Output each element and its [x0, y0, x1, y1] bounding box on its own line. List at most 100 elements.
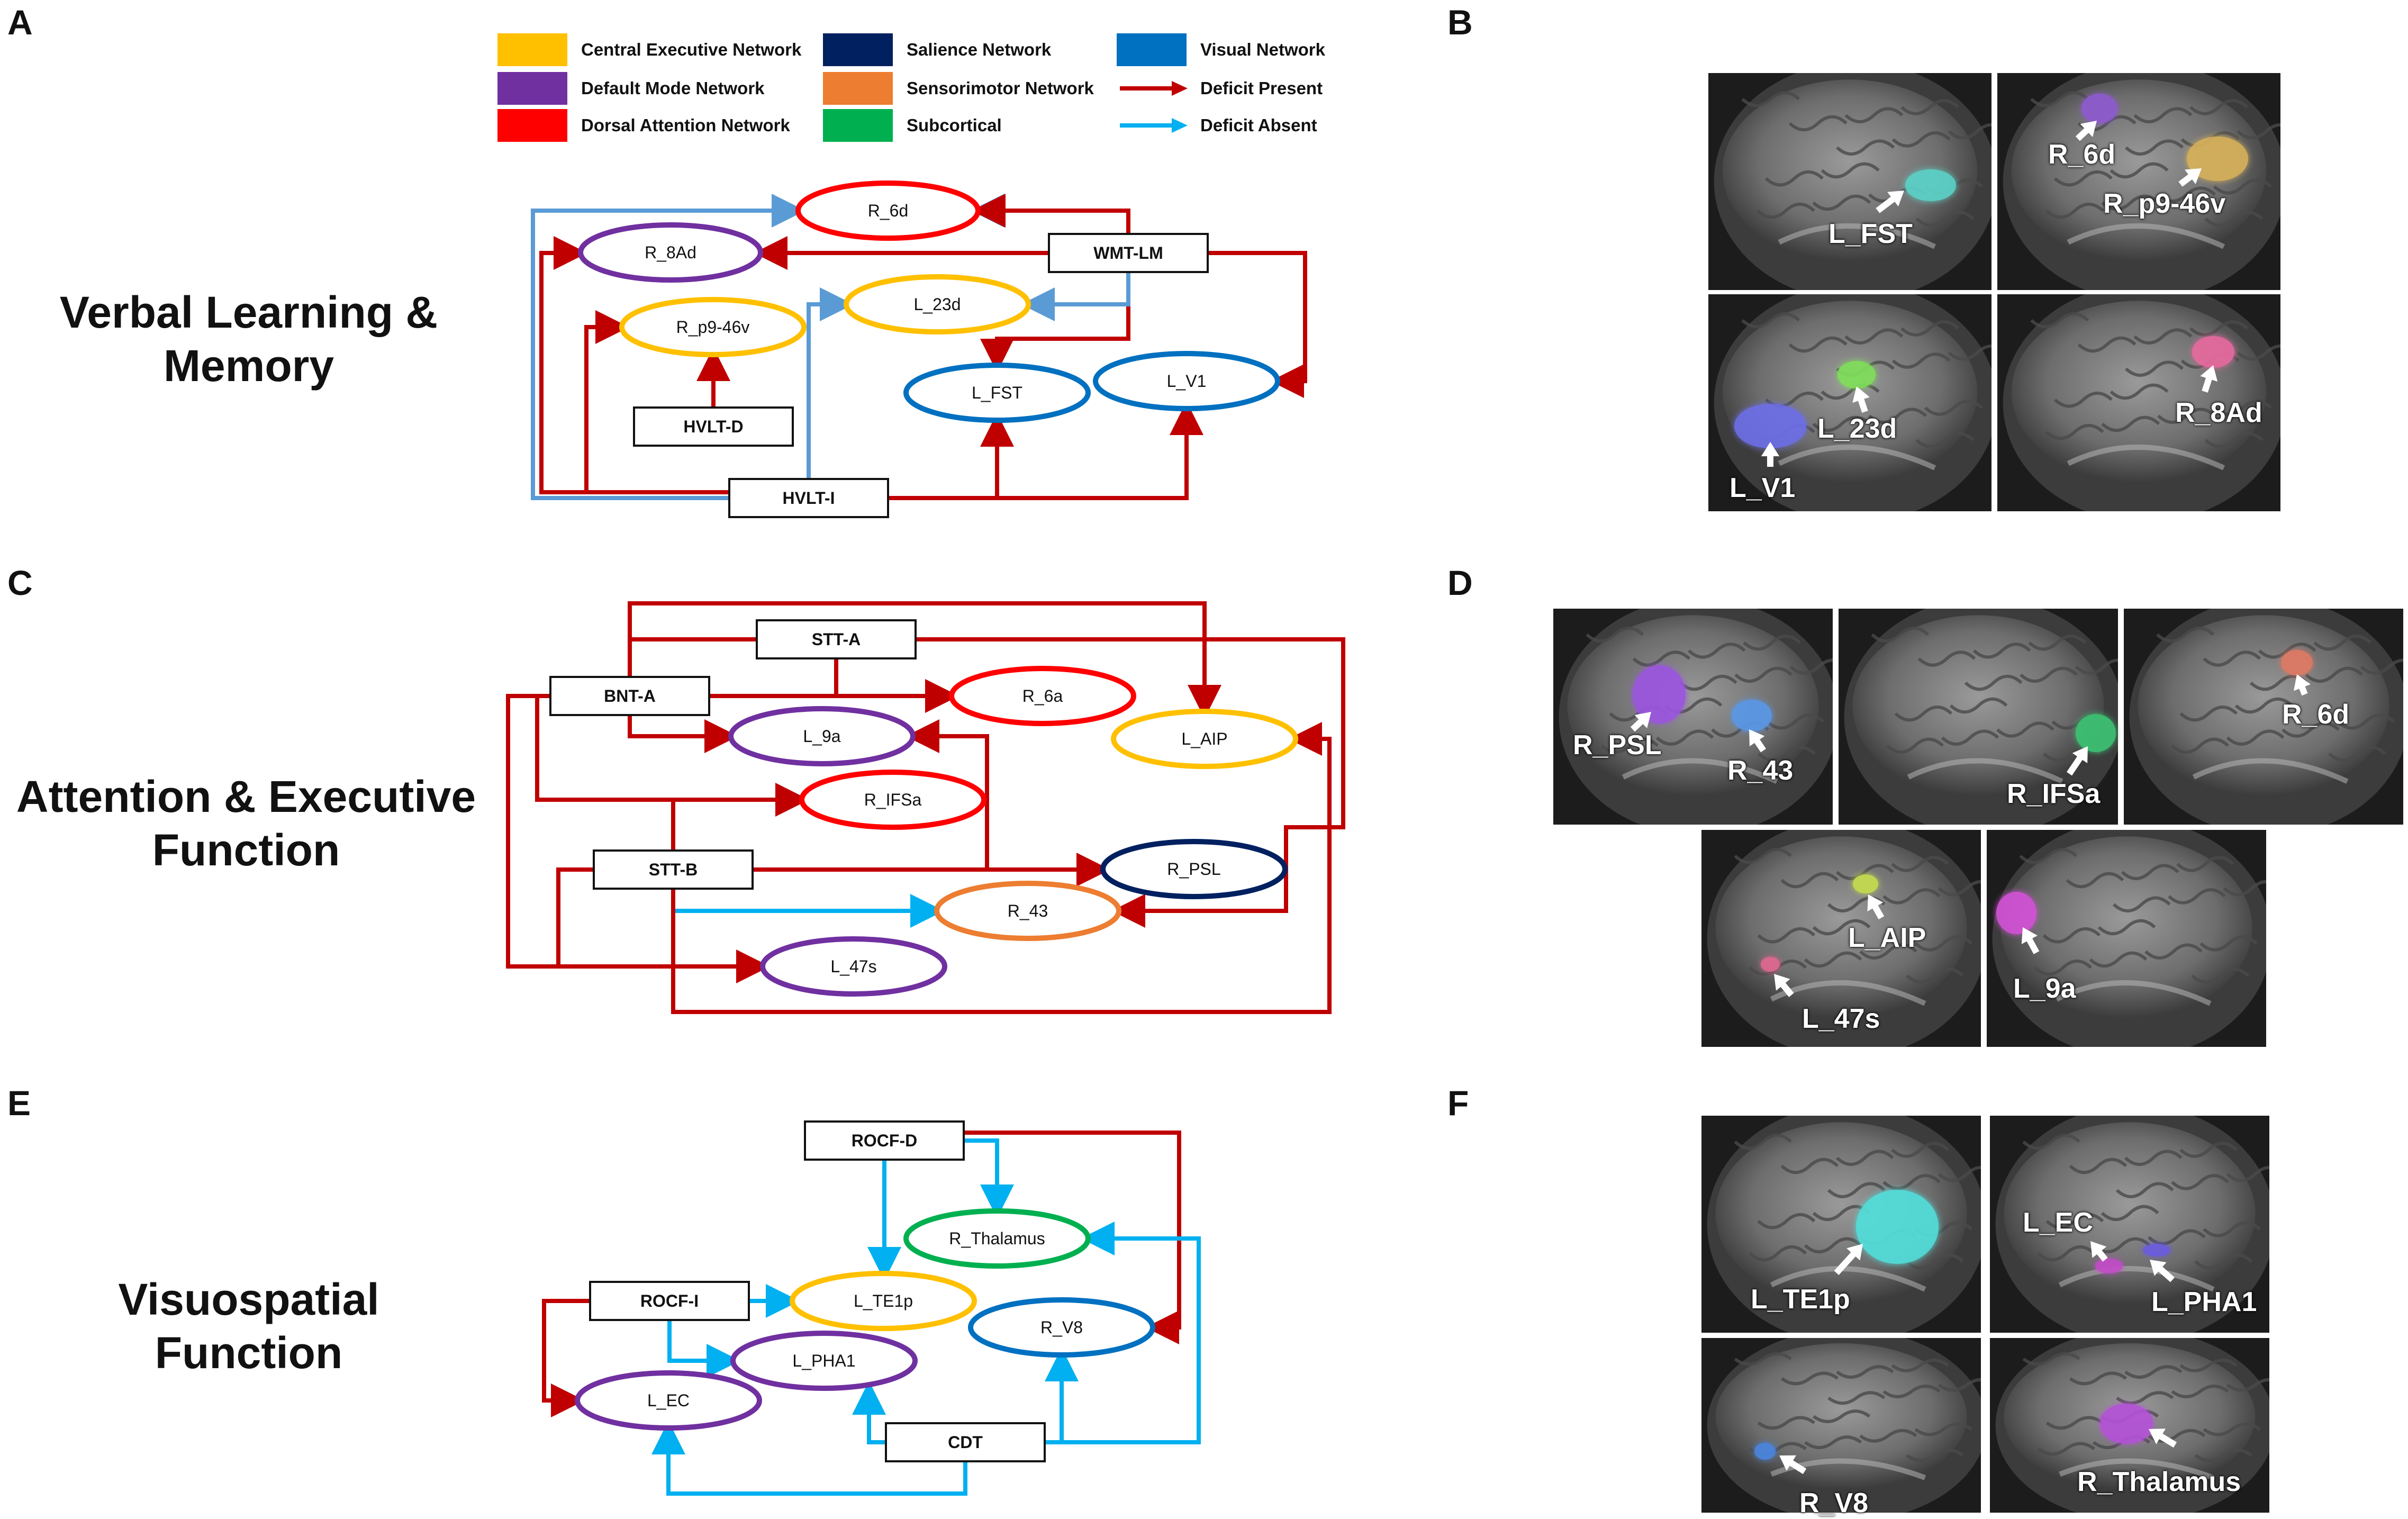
region-label: L_TE1p — [1751, 1284, 1850, 1315]
node-label: L_TE1p — [854, 1291, 913, 1310]
node-label: ROCF-I — [640, 1291, 699, 1310]
region-highlight — [1996, 892, 2036, 934]
legend-label: Dorsal Attention Network — [581, 115, 790, 135]
region-node-r-6a: R_6a — [949, 666, 1136, 726]
domain-title-line: Verbal Learning & — [59, 287, 438, 337]
legend-item: Subcortical — [823, 108, 1002, 142]
node-label: HVLT-D — [683, 417, 743, 436]
region-label: L_47s — [1802, 1003, 1880, 1034]
domain-title-line: Attention & Executive — [16, 772, 476, 821]
deficit-present-edge — [671, 722, 1332, 1014]
region-highlight — [2281, 650, 2313, 675]
mri-slice-image — [1553, 609, 1833, 825]
legend-swatch — [497, 33, 567, 66]
test-node-stt-a: STT-A — [756, 619, 917, 659]
node-label: R_6a — [1022, 686, 1063, 706]
region-node-r-43: R_43 — [934, 881, 1121, 941]
domain-title-line: Memory — [163, 340, 334, 391]
region-highlight — [2095, 1259, 2123, 1273]
legend-item: Visual Network — [1117, 33, 1325, 67]
mri-slice-image — [1701, 1338, 1981, 1513]
legend-swatch — [823, 72, 893, 105]
region-node-l-v1: L_V1 — [1093, 351, 1280, 411]
legend-label: Salience Network — [907, 40, 1052, 59]
deficit-absent-edge — [971, 194, 1130, 234]
legend-item: Deficit Absent — [1117, 108, 1317, 142]
mri-slice-image — [1839, 609, 2118, 825]
test-node-cdt: CDT — [885, 1422, 1046, 1462]
region-highlight — [2143, 1244, 2170, 1256]
deficit-present-edge — [916, 637, 1345, 928]
legend-label: Default Mode Network — [581, 78, 765, 98]
region-highlight — [1853, 874, 1878, 893]
region-node-r-6d: R_6d — [795, 180, 981, 241]
region-highlight — [1905, 169, 1956, 201]
legend-label: Deficit Absent — [1200, 115, 1317, 135]
test-node-hvlt-i: HVLT-I — [728, 478, 889, 518]
mri-slice-image — [1701, 830, 1981, 1047]
region-label: L_V1 — [1730, 473, 1796, 503]
region-label: R_p9-46v — [2103, 188, 2226, 219]
legend-item: Sensorimotor Network — [823, 71, 1094, 105]
region-label: R_Thalamus — [2077, 1467, 2241, 1497]
domain-title-visuospatial: Visuospatial Function — [32, 1273, 466, 1380]
mri-slice-image — [1997, 294, 2280, 511]
deficit-present-edge — [888, 401, 1203, 500]
region-highlight — [2187, 137, 2248, 181]
region-label: R_8Ad — [2175, 397, 2262, 428]
mri-slice-image — [1990, 1338, 2269, 1513]
domain-title-line: Visuospatial — [118, 1274, 379, 1324]
region-label: L_23d — [1817, 413, 1897, 444]
test-node-rocf-i: ROCF-I — [589, 1281, 750, 1321]
mri-slice-image — [2124, 609, 2403, 825]
legend-swatch — [1117, 33, 1187, 66]
region-highlight — [1732, 700, 1772, 731]
node-label: R_6d — [868, 201, 909, 220]
deficit-absent-edge — [1021, 272, 1130, 321]
deficit-present-edge — [628, 715, 738, 753]
region-node-l-fst: L_FST — [903, 363, 1091, 423]
deficit-present-edge — [506, 694, 770, 983]
test-node-bnt-a: BNT-A — [549, 676, 710, 716]
panel-letter-c: C — [7, 563, 33, 602]
region-label: R_V8 — [1799, 1488, 1869, 1518]
deficit-present-edge — [888, 413, 1014, 500]
domain-title-line: Function — [155, 1327, 343, 1378]
legend-swatch — [823, 109, 893, 142]
deficit-present-edge — [584, 310, 729, 494]
legend-item: Deficit Present — [1117, 71, 1323, 105]
node-label: L_47s — [830, 957, 876, 976]
deficit-present-edge — [906, 719, 989, 870]
legend-label: Subcortical — [907, 115, 1002, 135]
region-highlight — [2076, 714, 2116, 752]
deficit-absent-edge — [651, 1421, 967, 1496]
test-node-wmt-lm: WMT-LM — [1048, 233, 1209, 273]
region-node-r-ifsa: R_IFSa — [799, 770, 986, 830]
region-label: L_EC — [2023, 1207, 2093, 1238]
deficit-absent-edge — [667, 1320, 740, 1378]
test-node-rocf-d: ROCF-D — [804, 1120, 965, 1161]
deficit-present-edge — [539, 236, 729, 494]
deficit-present-edge — [628, 601, 1221, 719]
legend-swatch — [823, 33, 893, 66]
mri-slice-image — [1997, 73, 2280, 290]
mri-slice-image — [1708, 294, 1991, 511]
region-label: R_IFSa — [2007, 779, 2101, 809]
node-label: L_EC — [647, 1391, 690, 1410]
region-highlight — [1734, 404, 1806, 448]
region-node-r-p9-46v: R_p9-46v — [619, 297, 807, 357]
panel-letter-f: F — [1447, 1083, 1469, 1123]
region-node-l-47s: L_47s — [760, 936, 947, 997]
node-label: BNT-A — [604, 686, 656, 706]
region-node-r-8ad: R_8Ad — [578, 222, 763, 283]
region-highlight — [1856, 1190, 1939, 1264]
region-label: R_6d — [2048, 139, 2116, 170]
panel-letter-e: E — [7, 1083, 31, 1123]
mri-slice-image — [1987, 830, 2266, 1047]
legend-swatch — [497, 72, 567, 105]
node-label: CDT — [948, 1433, 983, 1452]
node-label: L_V1 — [1167, 372, 1207, 391]
mri-slice-image — [1701, 1116, 1981, 1333]
panel-letter-d: D — [1447, 563, 1473, 602]
